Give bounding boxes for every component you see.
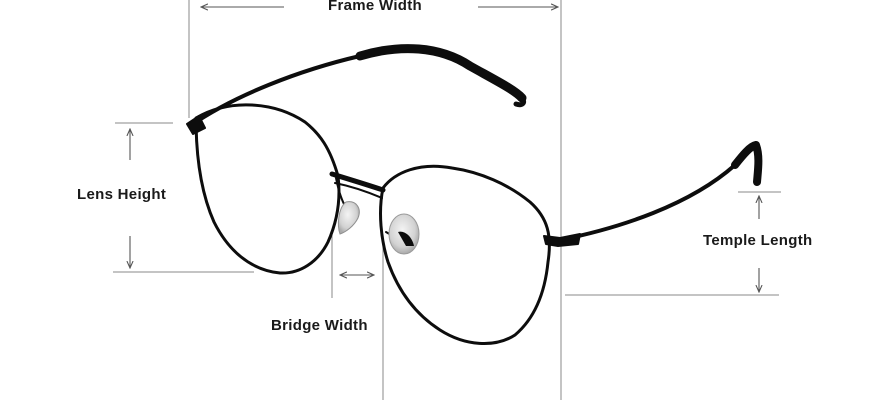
dimension-arrows [130,7,759,292]
back-temple-arm [188,54,362,128]
left-pad-arm [335,177,345,205]
temple-length-label: Temple Length [703,232,813,249]
back-temple-tip [355,44,527,103]
left-hinge [186,115,206,135]
guide-lines [113,0,781,400]
right-lens-rim [379,164,551,345]
frame-width-label: Frame Width [328,0,423,14]
glasses-frame [186,44,763,345]
left-nose-pad-icon [337,201,360,235]
bridge [329,171,386,193]
lens-height-label: Lens Height [77,186,167,203]
front-temple-arm [558,163,737,242]
nose-pads [337,201,420,255]
left-lens-rim [194,103,341,275]
bridge-width-label: Bridge Width [271,317,368,334]
front-temple-tip [731,141,763,186]
